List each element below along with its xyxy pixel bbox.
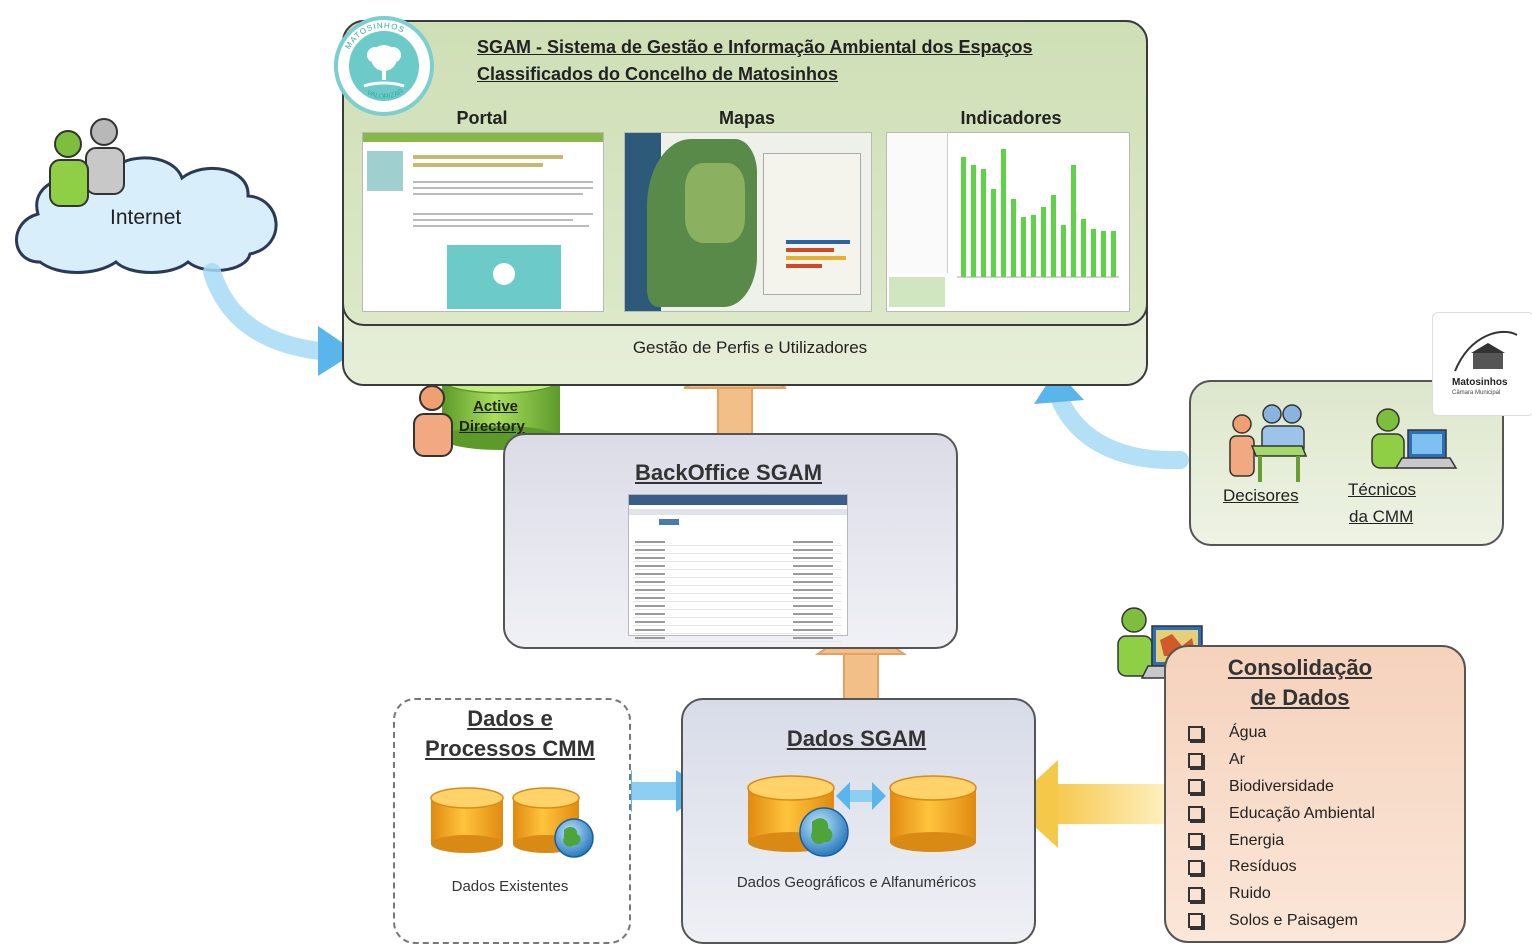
list-item: Ar [1188, 747, 1375, 774]
checkbox-icon [1188, 886, 1203, 902]
internet-arrow [203, 263, 356, 376]
checkbox-icon [1188, 725, 1203, 741]
dados-cmm-databases [430, 787, 594, 858]
thumbnail-row [633, 611, 841, 618]
sgam-title-line2: Classificados do Concelho de Matosinhos [477, 64, 839, 84]
tecnicos-label-line2: da CMM [1349, 507, 1414, 526]
list-item: Ruido [1188, 881, 1375, 908]
dados-sgam-title: Dados SGAM [786, 726, 927, 751]
thumbnail-bar [961, 157, 966, 277]
dados-cmm-title-line1: Dados e [467, 706, 553, 731]
thumbnail-row [633, 635, 841, 642]
thumbnail-bar [1031, 215, 1036, 277]
backoffice-screenshot[interactable] [628, 494, 848, 642]
portal-topbar [363, 133, 603, 142]
thumbnail-row [633, 579, 841, 586]
gestao-perfis-label: Gestão de Perfis e Utilizadores [632, 338, 868, 357]
thumbnail-row [633, 619, 841, 626]
consolidacao-box [1164, 645, 1466, 943]
backoffice-title: BackOffice SGAM [634, 460, 823, 485]
active-directory-label-line1: Active [473, 398, 519, 415]
portal-label: Portal [456, 108, 508, 128]
indicadores-label: Indicadores [960, 108, 1062, 128]
users-arrow [1034, 370, 1189, 470]
list-item: Solos e Paisagem [1188, 908, 1375, 935]
portal-screenshot[interactable] [362, 132, 604, 312]
mapas-screenshot[interactable] [624, 132, 872, 312]
thumbnail-bar [1011, 199, 1016, 277]
dados-cmm-title-line2: Processos CMM [425, 736, 595, 761]
sgam-title-line1: SGAM - Sistema de Gestão e Informação Am… [477, 37, 1033, 57]
consolidacao-list: Água Ar Biodiversidade Educação Ambienta… [1188, 720, 1375, 934]
matosinhos-logo-icon [1454, 331, 1518, 372]
list-item: Resíduos [1188, 854, 1375, 881]
thumbnail-bar [991, 189, 996, 277]
dados-sgam-box [681, 698, 1036, 944]
mapas-label: Mapas [718, 108, 776, 128]
decisores-label: Decisores [1223, 486, 1299, 505]
thumbnail-row [633, 555, 841, 562]
matosinhos-logo-text: Matosinhos [1452, 377, 1508, 388]
portal-banner [447, 245, 561, 309]
users-icon [49, 118, 125, 207]
thumbnail-row [633, 603, 841, 610]
checkbox-icon [1188, 913, 1203, 929]
checkbox-icon [1188, 752, 1203, 768]
tecnicos-label-line1: Técnicos [1348, 480, 1417, 499]
thumbnail-row [633, 587, 841, 594]
thumbnail-bar [1101, 231, 1106, 277]
thumbnail-row [633, 563, 841, 570]
thumbnail-bar [1081, 219, 1086, 277]
thumbnail-row [633, 547, 841, 554]
thumbnail-row [633, 539, 841, 546]
active-directory-label-line2: Directory [459, 418, 525, 435]
thumbnail-bar [1001, 149, 1006, 277]
list-item: Biodiversidade [1188, 774, 1375, 801]
list-item: Água [1188, 720, 1375, 747]
checkbox-icon [1188, 833, 1203, 849]
thumbnail-bar [1071, 165, 1076, 277]
matosinhos-logo-subtext: Câmara Municipal [1452, 390, 1501, 396]
indicadores-screenshot[interactable] [886, 132, 1130, 312]
list-item: Educação Ambiental [1188, 800, 1375, 827]
dados-sgam-databases [747, 775, 977, 857]
consolidacao-title-line1: Consolidação [1227, 655, 1373, 680]
thumbnail-row [633, 627, 841, 634]
map-panel [763, 153, 861, 295]
thumbnail-bar [971, 165, 976, 277]
thumbnail-bar [1091, 229, 1096, 277]
portal-sidebar [367, 151, 403, 191]
backoffice-table [633, 539, 841, 643]
internet-label: Internet [110, 206, 182, 229]
thumbnail-bar [981, 169, 986, 277]
thumbnail-bar [1041, 207, 1046, 277]
dados-cmm-subtitle: Dados Existentes [451, 878, 569, 895]
list-item: Energia [1188, 827, 1375, 854]
checkbox-icon [1188, 859, 1203, 875]
thumbnail-bar [1111, 231, 1116, 277]
consolidacao-title-line2: de Dados [1250, 685, 1350, 710]
thumbnail-row [633, 571, 841, 578]
thumbnail-row [633, 595, 841, 602]
users-icons [1229, 404, 1458, 482]
dados-sgam-subtitle: Dados Geográficos e Alfanuméricos [736, 874, 977, 891]
checkbox-icon [1188, 779, 1203, 795]
matosinhos-logo [1432, 312, 1532, 416]
admin-user-icon [413, 385, 453, 457]
sgam-title: SGAM - Sistema de Gestão e Informação Am… [477, 34, 1157, 88]
matosinhos-seal-logo-front: MATOSINHOS VALORIZAR [334, 16, 434, 116]
thumbnail-bar [1061, 225, 1066, 277]
thumbnail-bar [1021, 217, 1026, 277]
thumbnail-bar [1051, 195, 1056, 277]
indicadores-bar-chart [957, 149, 1119, 278]
checkbox-icon [1188, 806, 1203, 822]
